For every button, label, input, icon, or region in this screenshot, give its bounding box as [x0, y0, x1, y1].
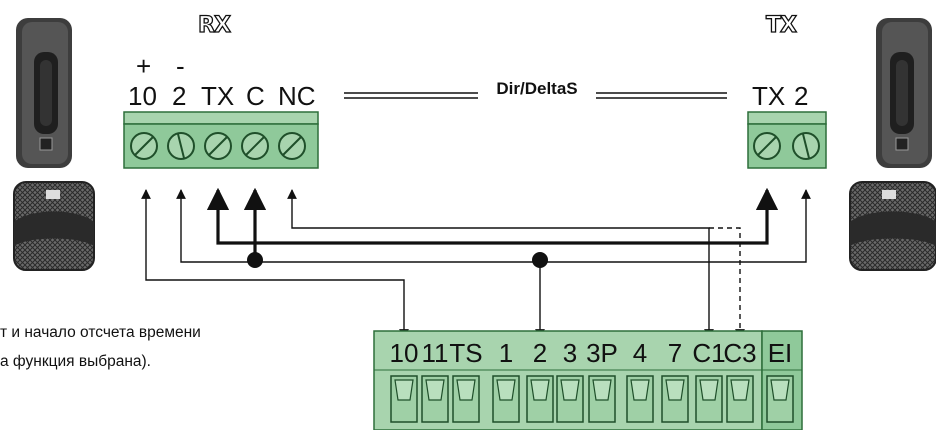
wire-rx10-to-board10 — [141, 189, 409, 339]
rx-terminal-label: TX — [201, 81, 234, 111]
board-terminal-slot — [695, 375, 723, 423]
board-terminal-slot — [626, 375, 654, 423]
board-terminal-slot — [452, 375, 480, 423]
note-line-1: т и начало отсчета времени — [0, 324, 201, 341]
wire-dashed-to-c3 — [709, 227, 745, 339]
wires — [141, 187, 811, 339]
wire-rxnc-to-boardc1 — [287, 189, 714, 339]
board-terminal-label: 11 — [422, 338, 449, 368]
rx-polarity-plus: + — [136, 51, 151, 81]
transmitter-title: TX — [766, 13, 797, 38]
tx-screw — [792, 132, 820, 160]
board-terminal-slot — [421, 375, 449, 423]
board-terminal-label: 4 — [633, 338, 647, 368]
rx-screw — [130, 132, 158, 160]
board-terminal-label: EI — [768, 338, 793, 368]
note-line-2: а функция выбрана). — [0, 353, 151, 370]
rx-polarity-minus: - — [176, 51, 185, 81]
rx-terminal-label: C — [246, 81, 265, 111]
tx-terminal-block — [747, 111, 827, 169]
rx-terminal-block — [123, 111, 319, 169]
board-terminal-slot — [766, 375, 794, 423]
board-terminal-label: 3 — [563, 338, 577, 368]
rx-terminal-label: NC — [278, 81, 316, 111]
rx-screw — [167, 132, 195, 160]
board-terminal-slot — [556, 375, 584, 423]
board-terminal-slot — [390, 375, 418, 423]
rx-screw — [278, 132, 306, 160]
junction-dot — [247, 252, 263, 268]
rx-terminal-label: 10 — [128, 81, 157, 111]
board-terminal-slot — [526, 375, 554, 423]
board-terminal-slot — [492, 375, 520, 423]
rx-screw — [204, 132, 232, 160]
tx-terminal-label: 2 — [794, 81, 808, 111]
board-terminal-slot — [726, 375, 754, 423]
board-terminal-label: C1 — [692, 338, 725, 368]
board-terminal-label: C3 — [723, 338, 756, 368]
board-terminal-label: TS — [449, 338, 482, 368]
board-terminal-label: 2 — [533, 338, 547, 368]
board-terminal-slot — [661, 375, 689, 423]
board-terminal-label: 7 — [668, 338, 682, 368]
transmitter-photocell-image — [849, 18, 936, 271]
rx-terminal-label: 2 — [172, 81, 186, 111]
board-terminal-label: 10 — [390, 338, 419, 368]
wire-rx2-to-tx2 — [176, 189, 811, 263]
receiver-title: RX — [198, 13, 231, 38]
junction-dot — [532, 252, 548, 268]
wire-rxtx-to-txtx — [206, 187, 779, 245]
rx-screw — [241, 132, 269, 160]
board-terminal-label: 3P — [586, 338, 618, 368]
tx-screw — [753, 132, 781, 160]
board-terminal-label: 1 — [499, 338, 513, 368]
receiver-photocell-image — [13, 18, 95, 271]
link-line — [344, 86, 727, 102]
link-label: Dir/DeltaS — [496, 79, 577, 98]
board-terminal-slot — [588, 375, 616, 423]
tx-terminal-label: TX — [752, 81, 785, 111]
